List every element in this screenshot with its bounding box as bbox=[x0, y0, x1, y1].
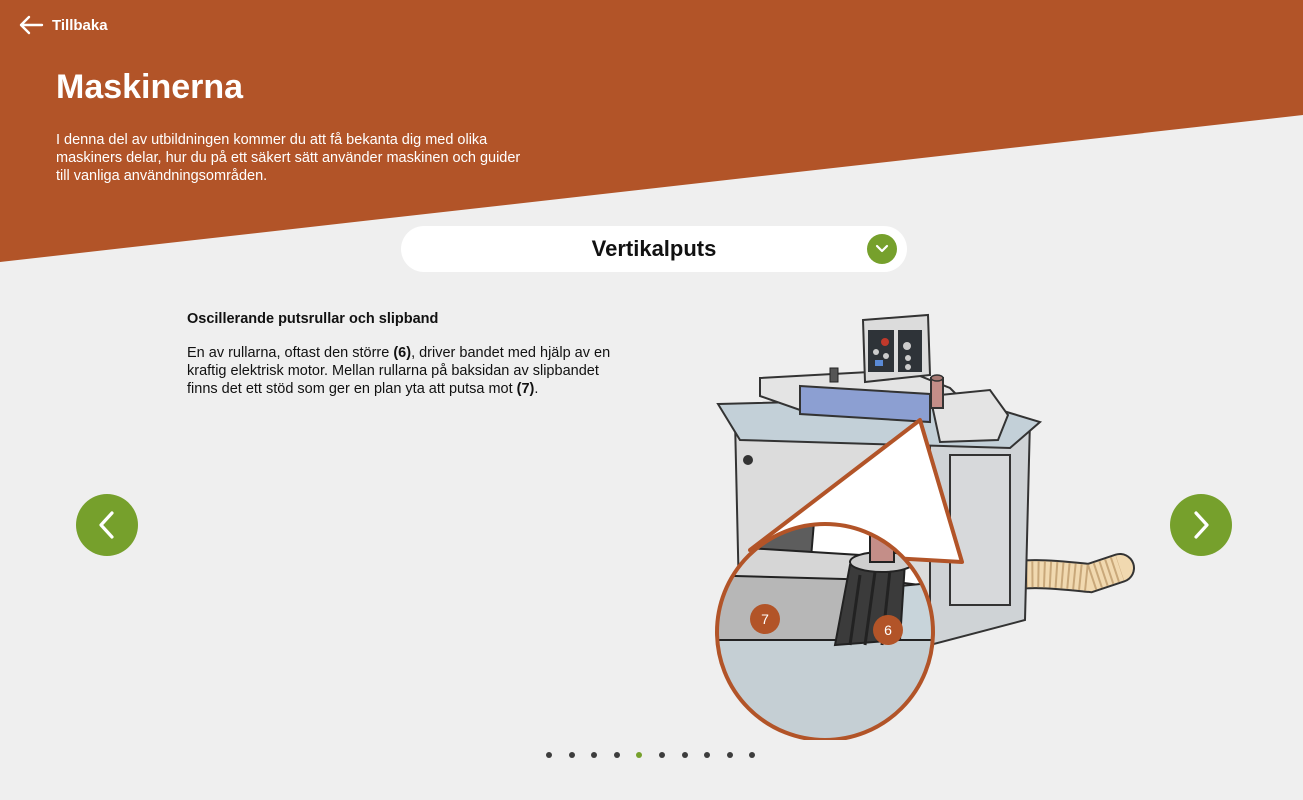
section-body: En av rullarna, oftast den större (6), d… bbox=[187, 344, 627, 398]
svg-text:7: 7 bbox=[761, 611, 769, 627]
pagination-dot[interactable] bbox=[636, 752, 643, 758]
previous-slide-button[interactable] bbox=[76, 494, 138, 556]
pagination-dot[interactable] bbox=[613, 752, 620, 758]
arrow-left-icon bbox=[19, 15, 44, 35]
pagination-dot[interactable] bbox=[591, 752, 598, 758]
selector-value: Vertikalputs bbox=[591, 236, 717, 261]
pagination-dot[interactable] bbox=[681, 752, 688, 758]
cabinet-knob bbox=[743, 455, 753, 465]
spindle-top bbox=[930, 374, 944, 382]
section-heading: Oscillerande putsrullar och slipband bbox=[187, 311, 439, 327]
next-slide-button[interactable] bbox=[1170, 494, 1232, 556]
body-text: . bbox=[534, 381, 539, 397]
chevron-left-icon bbox=[99, 511, 114, 539]
svg-text:6: 6 bbox=[884, 622, 892, 638]
marker-7: 7 bbox=[750, 604, 780, 634]
marker-6: 6 bbox=[873, 615, 903, 645]
pagination-dots bbox=[546, 752, 756, 758]
spindle bbox=[930, 377, 944, 409]
vertical-sander-illustration: 7 6 bbox=[715, 313, 1135, 740]
back-button[interactable]: Tillbaka bbox=[18, 14, 108, 36]
pagination-dot[interactable] bbox=[749, 752, 756, 758]
control-box bbox=[861, 313, 932, 384]
body-text: , driver bandet med hjälp av en kraftig … bbox=[187, 345, 611, 397]
fence-right bbox=[928, 388, 1010, 444]
pagination-dot[interactable] bbox=[658, 752, 665, 758]
chevron-down-icon[interactable] bbox=[867, 234, 897, 264]
sanding-belt bbox=[799, 384, 931, 424]
body-text: En av rullarna, oftast den större bbox=[187, 345, 394, 361]
pagination-dot[interactable] bbox=[704, 752, 711, 758]
pagination-dot[interactable] bbox=[568, 752, 575, 758]
header-background bbox=[0, 0, 1303, 262]
chevron-right-icon bbox=[1194, 511, 1209, 539]
machine-selector-dropdown[interactable]: Vertikalputs bbox=[401, 226, 907, 272]
ref-6: (6) bbox=[393, 345, 412, 361]
clamp-knob bbox=[829, 367, 839, 383]
back-label: Tillbaka bbox=[52, 16, 108, 34]
pagination-dot[interactable] bbox=[726, 752, 733, 758]
side-panel bbox=[949, 454, 1011, 606]
page-title: Maskinerna bbox=[56, 68, 244, 106]
pagination-dot[interactable] bbox=[546, 752, 552, 758]
ref-7: (7) bbox=[516, 381, 535, 397]
intro-text: I denna del av utbildningen kommer du at… bbox=[56, 132, 521, 184]
